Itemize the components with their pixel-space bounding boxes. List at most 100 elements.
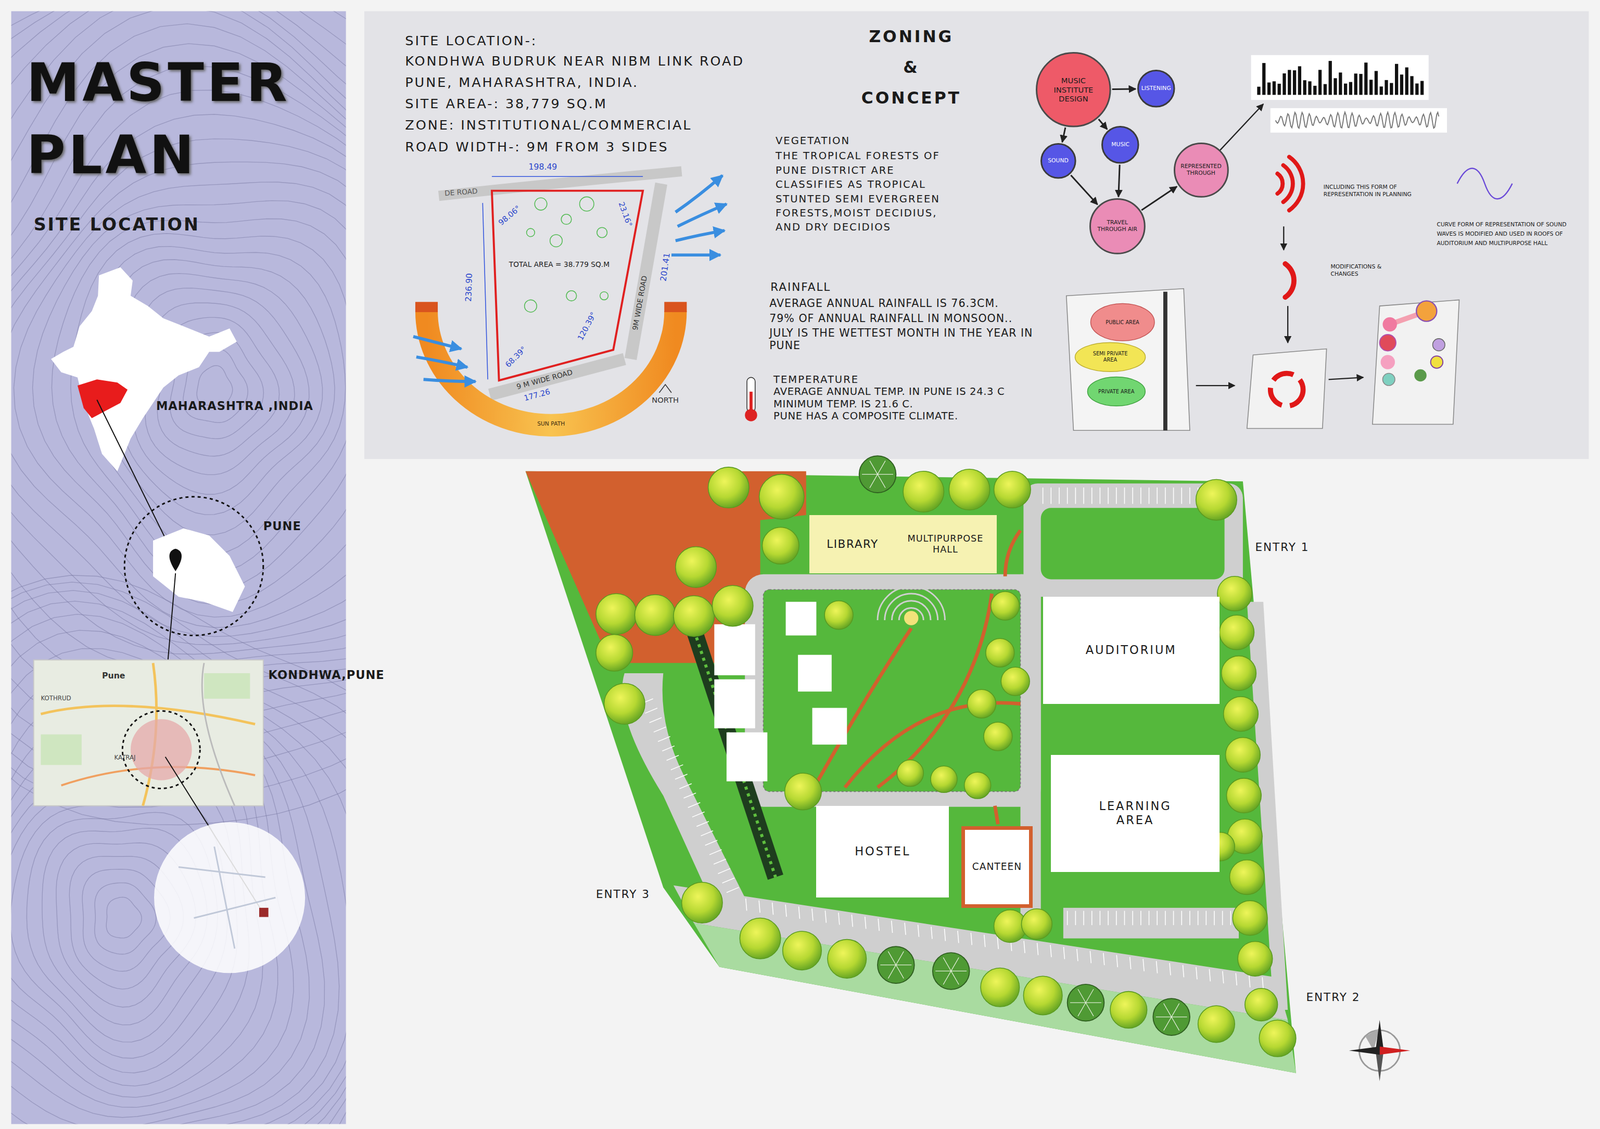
focus-circle — [124, 497, 264, 637]
label-text: KOTHRUD — [40, 694, 71, 703]
label-text: NORTH — [651, 395, 679, 405]
tree-branch — [943, 957, 951, 972]
contour-line — [11, 23, 347, 707]
building-block: MULTIPURPOSE HALL — [894, 515, 997, 574]
eq-bar — [1338, 72, 1342, 95]
tree — [1237, 942, 1273, 977]
eq-bar — [1272, 81, 1276, 95]
tree — [739, 918, 781, 959]
label-text: ENTRY 1 — [1254, 540, 1310, 555]
zone-shape — [1075, 342, 1146, 372]
tree-branch — [935, 971, 951, 972]
parking-stall — [726, 887, 740, 894]
tree — [877, 946, 915, 984]
zone-circle — [1382, 373, 1395, 387]
tree — [903, 471, 944, 513]
waveform-panel — [1270, 108, 1447, 133]
arrow-connector — [1141, 186, 1177, 211]
node-text: LISTENING — [1141, 85, 1172, 93]
tree — [595, 634, 633, 672]
tree-branch — [895, 964, 912, 966]
tree-branch — [877, 474, 894, 475]
label-text: PUNE HAS A COMPOSITE CLIMATE. — [773, 410, 959, 423]
parking-stall — [1143, 959, 1145, 972]
contour-line — [11, 668, 325, 1125]
tree-branch — [880, 964, 896, 966]
parking-stall — [984, 935, 986, 948]
node-text: LEARNING AREA — [1084, 799, 1187, 828]
tree — [932, 953, 970, 990]
arrow-connector — [1118, 164, 1120, 198]
parking-stall — [1262, 977, 1264, 990]
leader-line — [96, 400, 176, 560]
tree — [1259, 1020, 1297, 1058]
parking-stall — [1189, 911, 1191, 926]
tree — [782, 931, 822, 971]
contour-line — [94, 883, 157, 955]
contour-line — [11, 590, 347, 1125]
tree — [708, 467, 749, 509]
tree — [1196, 479, 1237, 520]
tree — [1225, 737, 1261, 773]
art-circle — [550, 234, 563, 248]
tree — [1226, 778, 1262, 814]
tree — [712, 585, 753, 627]
tree-branch — [869, 461, 878, 475]
parking-stall — [1156, 961, 1158, 974]
arrow-connector — [1098, 119, 1108, 130]
label-text: 68.39° — [503, 344, 528, 370]
art-rect — [714, 679, 755, 729]
parking-stall — [657, 736, 671, 742]
tree — [675, 547, 717, 588]
map-road — [40, 706, 256, 725]
eq-bar — [1415, 83, 1419, 95]
label-text: 120.39° — [575, 310, 599, 342]
bubble-circle — [1137, 70, 1174, 107]
label-text: DE ROAD — [444, 186, 479, 198]
parking-stall — [1235, 973, 1237, 986]
parking-stall — [957, 931, 959, 944]
tree — [1217, 576, 1253, 612]
eq-bar — [1333, 78, 1337, 95]
art-rect — [714, 624, 755, 676]
parking-stall — [745, 898, 747, 912]
parking-stall — [851, 915, 853, 928]
tree — [859, 455, 897, 493]
label-text: PUNE, MAHARASHTRA, INDIA. — [404, 74, 639, 91]
eq-bar — [1313, 85, 1317, 95]
sound-wave — [1275, 112, 1440, 129]
parking-stall — [1173, 911, 1175, 926]
label-text: ZONE: INSTITUTIONAL/COMMERCIAL — [404, 117, 692, 134]
parking-stall — [904, 922, 906, 936]
zone-circle — [1382, 317, 1397, 332]
tree-branch — [1085, 1002, 1102, 1004]
art-circle — [579, 196, 594, 211]
eq-bar — [1308, 81, 1312, 95]
node-text: CANTEEN — [972, 861, 1022, 873]
art-circle — [534, 197, 548, 211]
flow-arrow — [1196, 385, 1235, 387]
parking-stall — [865, 917, 867, 930]
equalizer — [1256, 60, 1424, 95]
label-text: MAHARASHTRA ,INDIA — [156, 399, 314, 414]
parking-stall — [1132, 911, 1134, 926]
node-text: TRAVEL THROUGH AIR — [1096, 219, 1139, 234]
parking-stall — [1148, 911, 1150, 926]
art-path — [1283, 165, 1293, 203]
art-circle — [600, 291, 609, 301]
parking-stall — [758, 900, 760, 914]
node-text: MULTIPURPOSE HALL — [900, 533, 991, 556]
tree-branch — [1171, 1017, 1180, 1032]
pune-district — [153, 528, 245, 613]
art-rect — [797, 655, 832, 693]
tree-branch — [1077, 1002, 1086, 1017]
map-park — [40, 734, 82, 766]
art-path — [413, 336, 462, 350]
site-zoom — [154, 822, 306, 974]
parking-stall — [1116, 955, 1118, 968]
contour-line — [11, 11, 347, 826]
parking-stall — [997, 937, 999, 950]
contour-line — [11, 138, 347, 638]
tree-branch — [1163, 1017, 1172, 1032]
